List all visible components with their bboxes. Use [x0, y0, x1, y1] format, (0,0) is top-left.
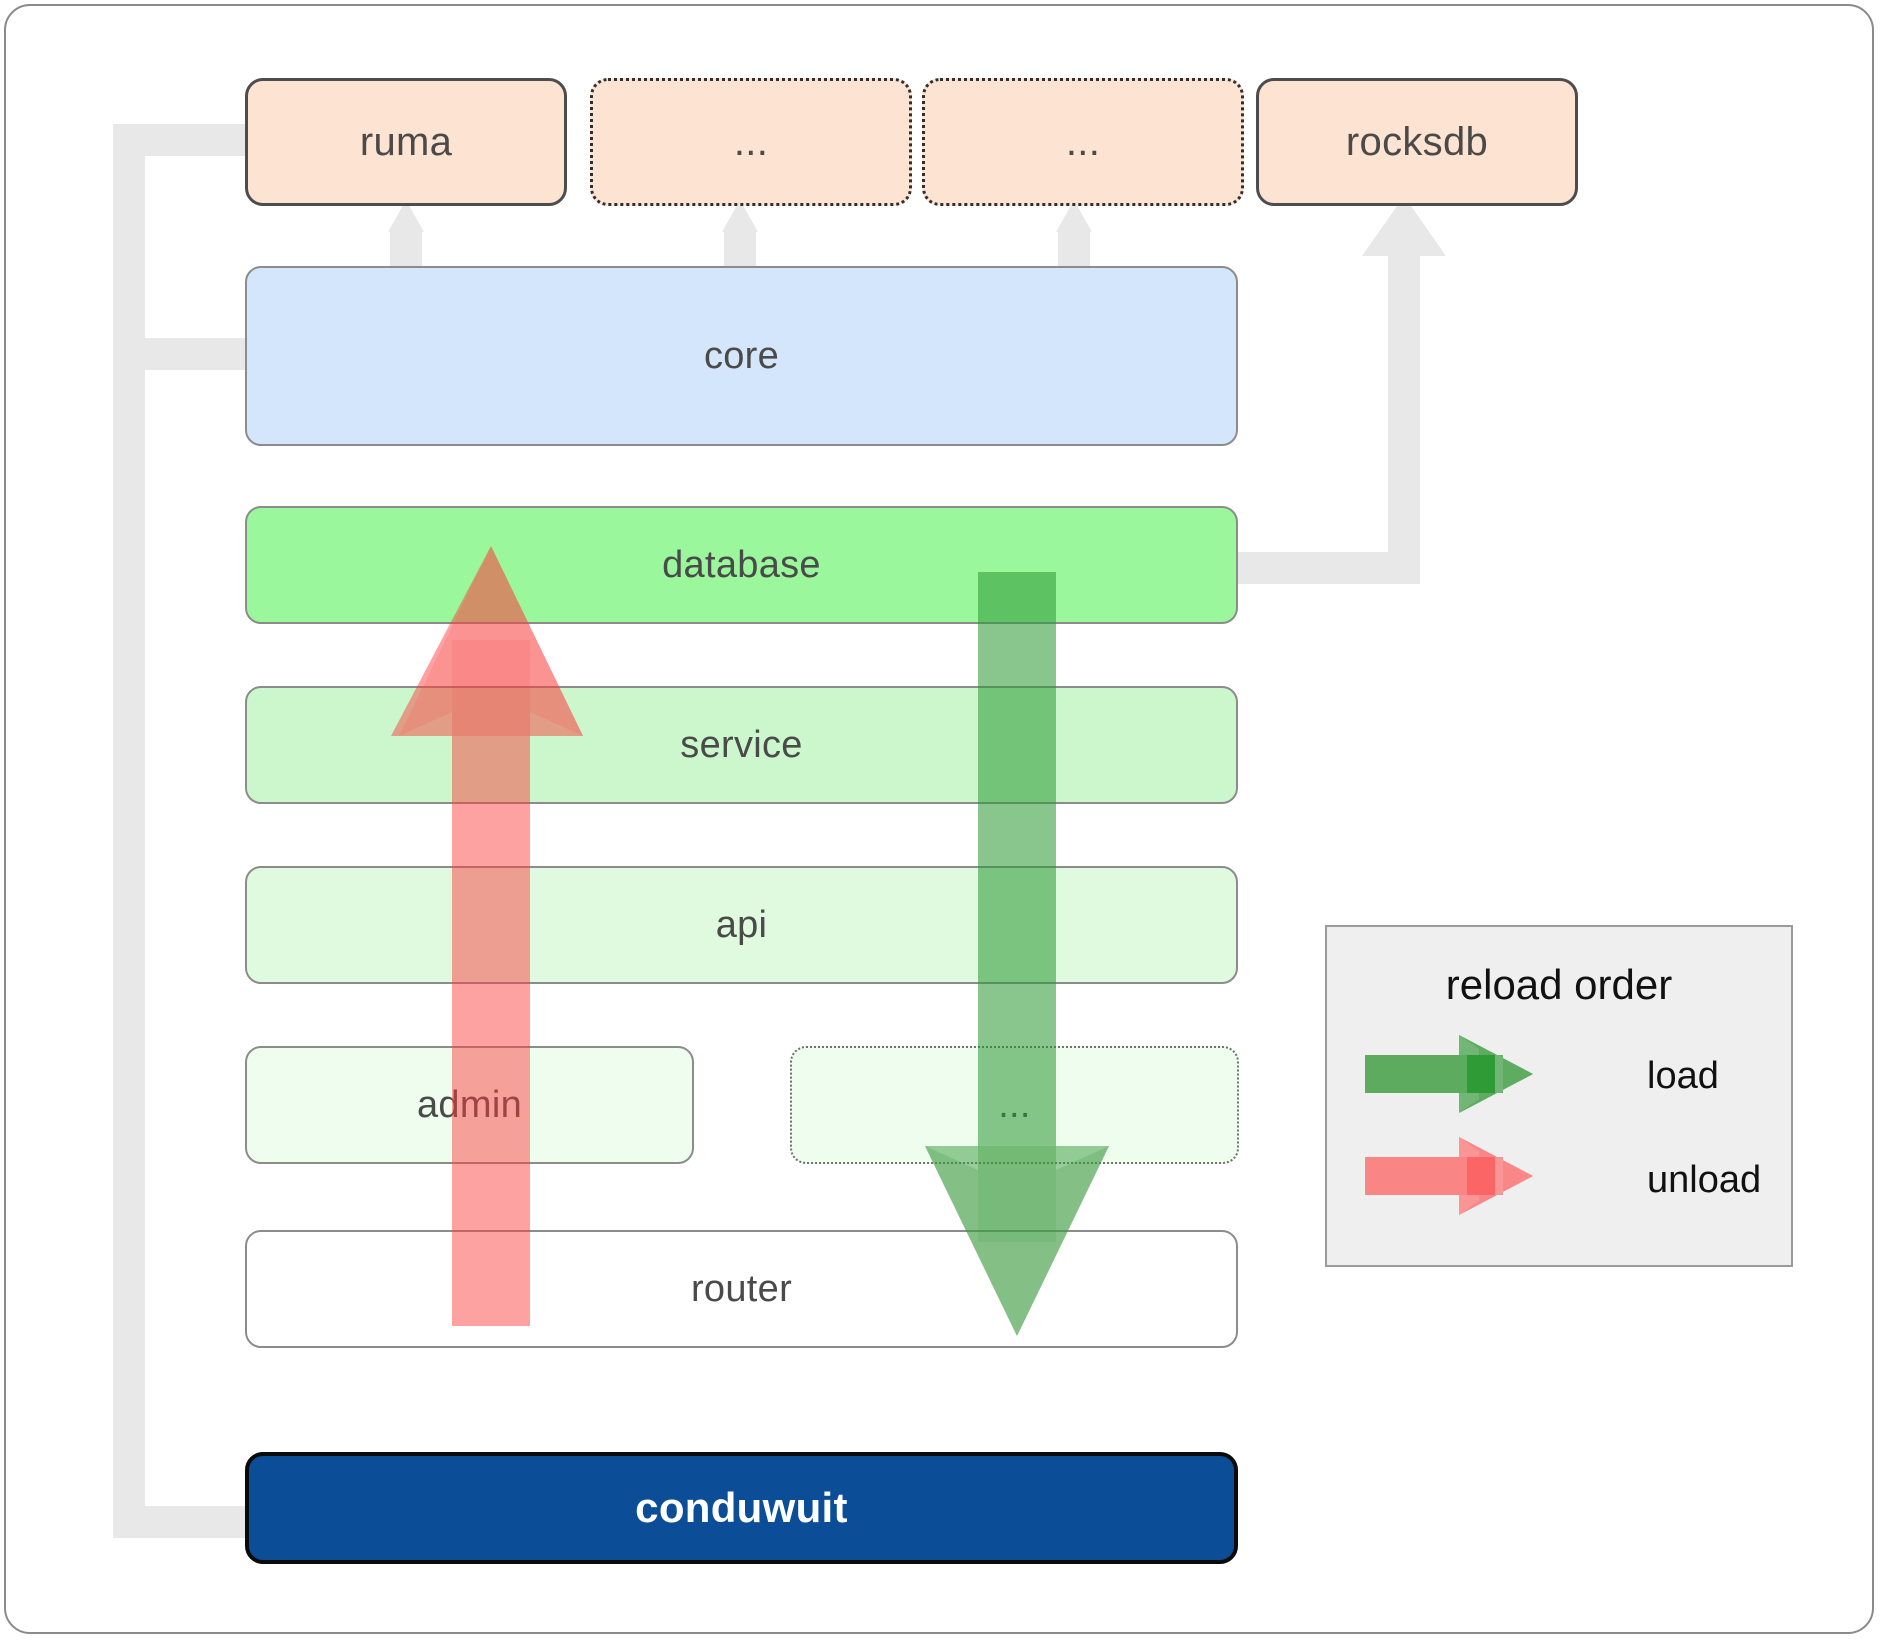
legend-unload-arrow: [1365, 1137, 1533, 1215]
legend-label-load: load: [1647, 1055, 1719, 1097]
tier-box-database[interactable]: database: [245, 506, 1238, 624]
tier-box-api[interactable]: api: [245, 866, 1238, 984]
tier-box-admin[interactable]: admin: [245, 1046, 694, 1164]
dependency-label: ...: [1065, 119, 1101, 164]
dependency-box-more-1[interactable]: ...: [590, 78, 912, 206]
tier-box-more[interactable]: ...: [790, 1046, 1239, 1164]
dependency-box-more-2[interactable]: ...: [922, 78, 1244, 206]
dependency-label: ruma: [359, 119, 453, 164]
dependency-box-rocksdb[interactable]: rocksdb: [1256, 78, 1578, 206]
root-box-conduwuit[interactable]: conduwuit: [245, 1452, 1238, 1564]
tier-label: service: [680, 723, 803, 766]
legend-panel: reload order load unload: [1325, 925, 1793, 1267]
legend-arrow-layer: [1365, 1035, 1533, 1215]
tier-label: ...: [998, 1083, 1031, 1126]
diagram-frame: [4, 4, 1874, 1634]
tier-box-service[interactable]: service: [245, 686, 1238, 804]
root-label: conduwuit: [635, 1484, 848, 1531]
dependency-box-ruma[interactable]: ruma: [245, 78, 567, 206]
core-label: core: [703, 334, 780, 377]
tier-label: database: [662, 543, 821, 586]
legend-load-arrow: [1365, 1035, 1533, 1113]
tier-label: admin: [417, 1083, 522, 1126]
legend-title: reload order: [1445, 961, 1673, 1008]
core-box[interactable]: core: [245, 266, 1238, 446]
dependency-label: rocksdb: [1345, 119, 1489, 164]
tier-label: api: [715, 903, 768, 946]
dependency-label: ...: [733, 119, 769, 164]
tier-box-router[interactable]: router: [245, 1230, 1238, 1348]
tier-label: router: [690, 1267, 793, 1310]
legend-label-unload: unload: [1647, 1159, 1762, 1201]
